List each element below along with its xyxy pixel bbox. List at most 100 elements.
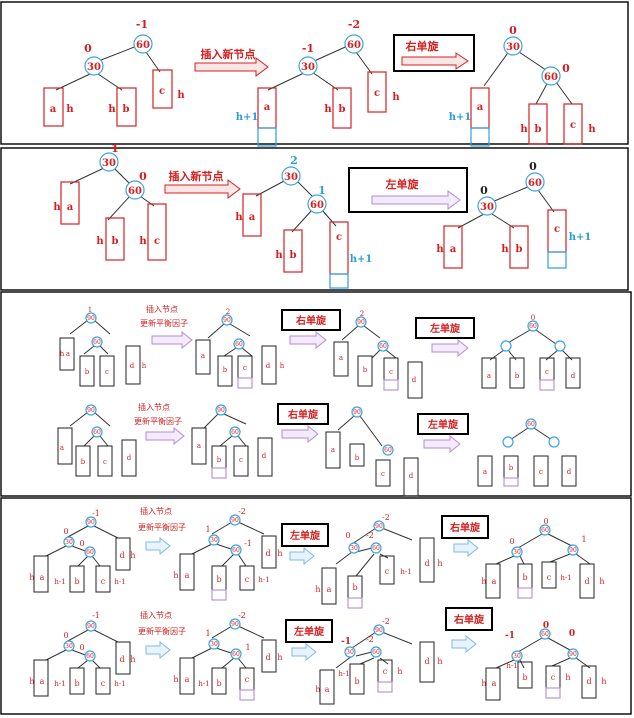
svg-text:1: 1 [581, 535, 586, 544]
svg-text:b: b [354, 677, 359, 686]
panel4-rowC-tree4: 60 0 30 0 90 1 h a b c h-1 d h [481, 517, 605, 599]
svg-text:d: d [119, 655, 124, 664]
balance-factor: 1 [111, 142, 119, 155]
svg-text:a: a [185, 675, 190, 684]
panel1-tree-inserted: 60 30 -2 -1 a h+1 h b c h [236, 18, 400, 147]
svg-text:更新平衡因子: 更新平衡因子 [140, 318, 188, 328]
svg-text:30: 30 [210, 641, 218, 648]
svg-text:d: d [265, 653, 270, 662]
panel4-rowC-insert: 插入节点 更新平衡因子 [138, 506, 186, 556]
subtree-a [43, 87, 64, 127]
svg-text:2: 2 [360, 310, 364, 318]
svg-text:b: b [74, 577, 79, 586]
svg-text:60: 60 [235, 341, 243, 348]
svg-text:-2: -2 [366, 635, 374, 644]
panel-right-rotation [0, 1, 629, 145]
svg-text:60: 60 [541, 631, 549, 638]
subtree-label: c [336, 232, 342, 243]
svg-text:90: 90 [375, 523, 383, 530]
svg-text:b: b [74, 679, 79, 688]
panel2-tree-after: 60 30 0 0 h a h b c h+1 [436, 160, 591, 269]
svg-text:a: a [492, 577, 497, 586]
svg-text:60: 60 [86, 549, 94, 556]
node-label: 60 [310, 200, 324, 211]
panel1-tree-after: 30 60 0 0 a h+1 h b c h [449, 24, 596, 147]
svg-text:b: b [515, 372, 520, 380]
node-60 [133, 34, 153, 54]
svg-text:60: 60 [527, 421, 535, 428]
svg-text:d: d [127, 454, 132, 462]
svg-text:h: h [601, 677, 606, 686]
svg-text:c: c [551, 673, 556, 682]
node-label: 60 [128, 186, 142, 197]
arrow-icon [194, 57, 269, 77]
svg-text:2: 2 [226, 308, 230, 316]
insert-label: 插入新节点 [201, 47, 256, 61]
svg-text:h-1: h-1 [506, 662, 517, 670]
height-label: h [96, 236, 104, 247]
panel4-rowD-tree3: 90 -2 30 -1 60 -2 h a h-1 b c h d h [315, 617, 443, 705]
svg-text:h: h [280, 362, 285, 370]
svg-text:b: b [223, 366, 228, 374]
subtree-label: a [264, 102, 271, 113]
panel3-rowB-tree3: 90 60 a b c d [325, 406, 419, 497]
svg-text:h-1: h-1 [54, 680, 65, 688]
svg-text:60: 60 [529, 323, 537, 330]
svg-text:h-1: h-1 [338, 670, 349, 678]
balance-factor: -2 [348, 18, 360, 31]
svg-text:b: b [85, 368, 90, 376]
svg-text:h-1: h-1 [54, 578, 65, 586]
svg-text:0: 0 [531, 314, 535, 322]
rotate-label: 左单旋 [293, 625, 325, 638]
svg-text:90: 90 [375, 627, 383, 634]
node-label: 60 [528, 178, 542, 189]
balance-factor: 0 [84, 42, 92, 55]
svg-text:c: c [539, 468, 543, 476]
svg-text:a: a [40, 677, 45, 686]
subtree-label: b [339, 104, 346, 115]
svg-text:h-1: h-1 [114, 680, 125, 688]
svg-text:90: 90 [569, 651, 577, 658]
panel2-insert-arrow: 插入新节点 [164, 169, 241, 199]
height-label: h [53, 202, 61, 213]
svg-text:a: a [197, 442, 201, 450]
svg-text:-2: -2 [238, 611, 246, 620]
svg-text:a: a [60, 444, 64, 452]
svg-text:-1: -1 [341, 637, 351, 647]
svg-text:d: d [119, 551, 124, 560]
svg-text:60: 60 [372, 649, 380, 656]
subtree-label: c [374, 88, 380, 99]
svg-text:90: 90 [353, 409, 361, 416]
subtree-label: b [535, 124, 542, 135]
svg-text:c: c [239, 456, 243, 464]
subtree-label: a [477, 102, 484, 113]
svg-text:c: c [245, 575, 250, 584]
balance-factor: -1 [302, 42, 314, 55]
panel3-rowA-rot2: 左单旋 [415, 317, 475, 358]
svg-text:h: h [142, 362, 147, 370]
svg-text:c: c [245, 675, 250, 684]
height-label: h+1 [350, 254, 373, 265]
arrow-icon [289, 330, 327, 350]
height-label: h [235, 212, 243, 223]
svg-text:h: h [437, 657, 442, 666]
svg-text:h-1: h-1 [560, 574, 571, 582]
svg-text:更新平衡因子: 更新平衡因子 [138, 522, 186, 532]
node-label: 60 [544, 72, 558, 83]
svg-text:d: d [265, 549, 270, 558]
subtree-label: b [290, 250, 297, 261]
subtree-c [367, 71, 387, 113]
svg-text:1: 1 [245, 643, 250, 652]
subtree-label: a [67, 202, 74, 213]
panel4-rowC-tree3: 90 -2 30 0 60 -2 h a b c h-1 d h [315, 513, 443, 609]
svg-text:60: 60 [231, 429, 239, 436]
subtree-label: a [249, 212, 256, 223]
node-label: 30 [301, 62, 315, 73]
svg-text:b: b [216, 679, 221, 688]
svg-text:60: 60 [541, 527, 549, 534]
subtree-label: c [570, 120, 576, 131]
rotate-label: 左单旋 [427, 418, 459, 431]
svg-text:d: d [567, 468, 572, 476]
height-label: h [436, 244, 444, 255]
balance-factor: 2 [290, 154, 298, 167]
